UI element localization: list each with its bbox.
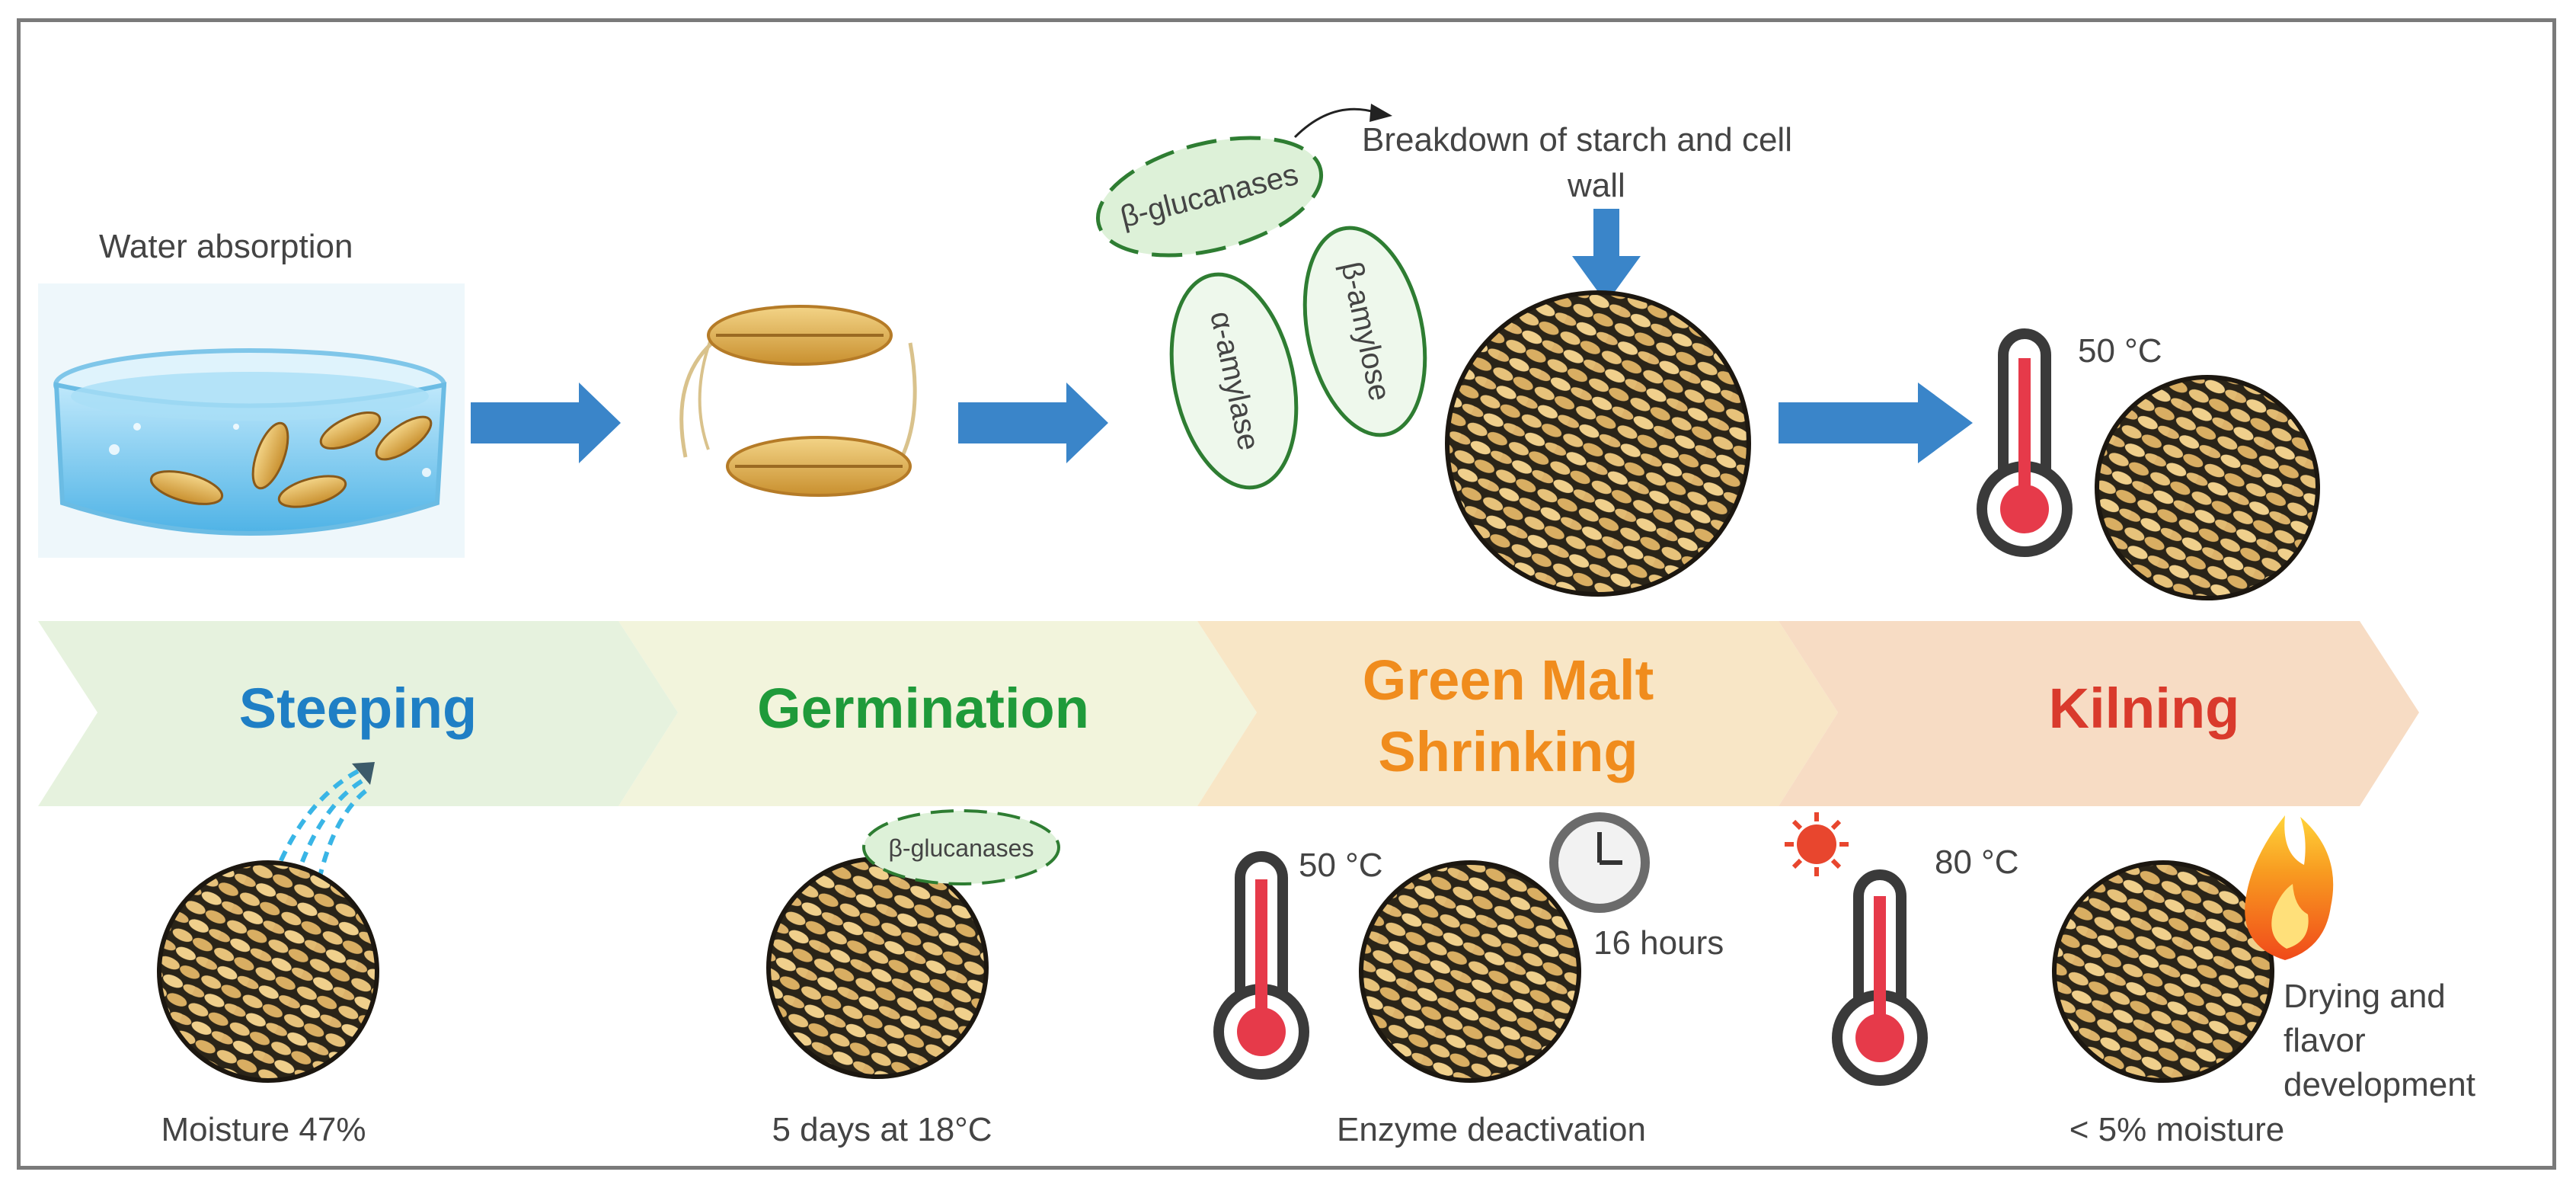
stage-label-shrinking: Shrinking [1378, 720, 1638, 783]
breakdown-label-line1: Breakdown of starch and cell [1362, 121, 1792, 158]
stage-green-malt-shrinking [1197, 621, 1838, 806]
stage-label-steeping: Steeping [239, 677, 477, 740]
beta-glucanases-tag: β-glucanases [862, 809, 1060, 885]
germination-caption: 5 days at 18°C [772, 1111, 992, 1148]
stage-label-green-malt: Green Malt [1363, 648, 1654, 712]
process-arrow-icon [471, 383, 621, 463]
process-arrow-icon [1779, 383, 1973, 463]
beta-glucanases-tag-label: β-glucanases [889, 834, 1034, 862]
process-arrow-icon [958, 383, 1108, 463]
kilning-temp-label: 80 °C [1935, 844, 2019, 881]
stage-label-kilning: Kilning [2049, 677, 2240, 740]
beta-glucanases-enzyme: β-glucanases [1095, 136, 1324, 258]
malt-grain-icon [1359, 860, 1581, 1083]
water-dish-icon [38, 283, 465, 558]
stage-label-germination: Germination [757, 677, 1089, 740]
steeping-caption: Moisture 47% [161, 1111, 366, 1148]
malt-grain-icon [157, 860, 379, 1083]
thermometer-icon [1832, 869, 1928, 1086]
sun-icon [1785, 812, 1849, 876]
germinating-seed-icon [679, 305, 917, 497]
shrinking-temp-label: 50 °C [1299, 847, 1383, 884]
malt-grain-icon [2052, 860, 2274, 1083]
water-spray-icon [272, 762, 375, 878]
kilning-note-line3: development [2284, 1066, 2475, 1103]
thermometer-icon [1977, 328, 2073, 557]
beta-amylose-enzyme: β-amylose [1302, 226, 1427, 437]
thermometer-icon [1213, 851, 1309, 1080]
stage-germination [618, 621, 1257, 806]
kilning-caption: < 5% moisture [2069, 1111, 2284, 1148]
clock-icon [1549, 812, 1650, 913]
stage-steeping [38, 621, 678, 806]
curved-arrow-icon [1293, 107, 1378, 139]
breakdown-label-line2: wall [1567, 167, 1625, 204]
down-arrow-icon [1572, 209, 1641, 303]
kiln-temp-top-label: 50 °C [2078, 332, 2162, 370]
stage-kilning [1779, 621, 2419, 806]
curved-arrow-head-icon [1369, 104, 1392, 122]
shrinking-caption: Enzyme deactivation [1337, 1111, 1646, 1148]
malt-grain-icon [2095, 375, 2320, 600]
alpha-amylase-enzyme: α-amylase [1169, 272, 1299, 490]
malt-grain-icon [766, 856, 989, 1079]
shrinking-time-label: 16 hours [1593, 924, 1724, 962]
kilning-note-line2: flavor [2284, 1022, 2366, 1059]
kilning-note-line1: Drying and [2284, 978, 2446, 1015]
flame-icon [2245, 815, 2334, 960]
water-absorption-label: Water absorption [99, 228, 353, 265]
malt-grain-icon [1445, 290, 1751, 597]
